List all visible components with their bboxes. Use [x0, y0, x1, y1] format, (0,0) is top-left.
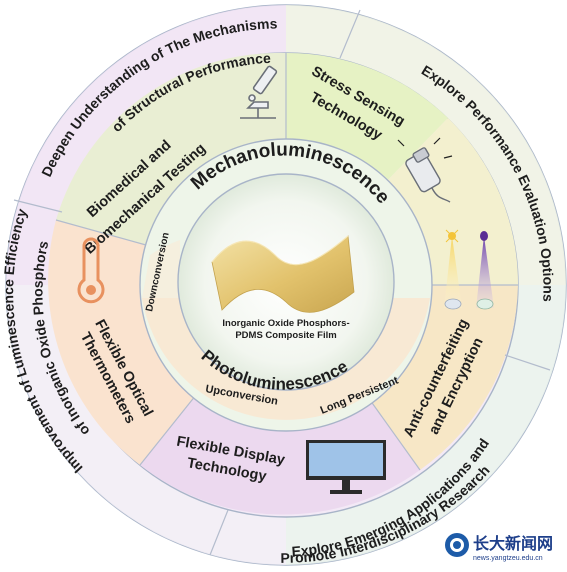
- sector-dividers: [13, 9, 551, 556]
- thermometer-icon: [77, 237, 105, 304]
- monitor-icon: [306, 440, 386, 494]
- watermark-name: 长大新闻网: [473, 534, 553, 553]
- film-icon: [211, 235, 355, 313]
- watermark-url: news.yangtzeu.edu.cn: [473, 555, 543, 562]
- watermark: 长大新闻网 news.yangtzeu.edu.cn: [443, 529, 561, 563]
- microscope-icon: [240, 65, 278, 119]
- center-label-line2: PDMS Composite Film: [235, 330, 336, 341]
- center-label-line1: Inorganic Oxide Phosphors-: [222, 318, 349, 329]
- photo-band: [142, 298, 430, 420]
- uv-light-icon: [444, 229, 494, 310]
- sensor-icon: [397, 137, 453, 203]
